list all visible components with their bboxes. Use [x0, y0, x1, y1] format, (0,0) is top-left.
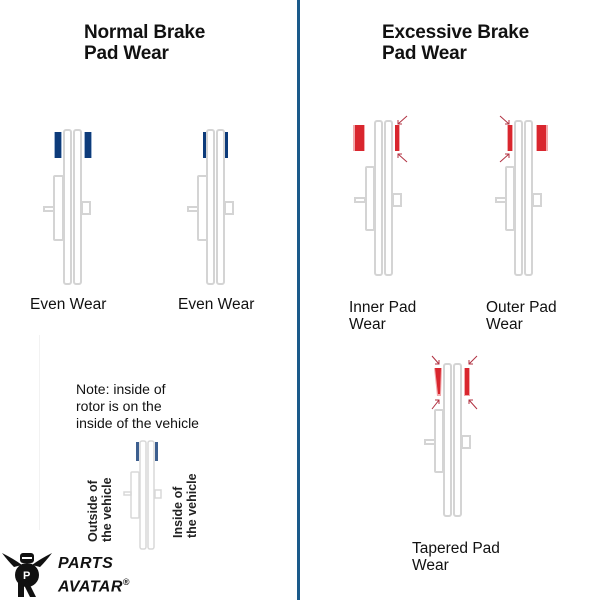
outer-pad-wear-label: Outer Pad Wear: [486, 299, 557, 333]
label-line-2: Wear: [486, 316, 523, 333]
outside-of-vehicle-label: Outside of the vehicle: [86, 477, 114, 542]
normal-wear-title: Normal Brake Pad Wear: [84, 22, 205, 64]
inside-line-1: Inside of: [171, 486, 185, 538]
logo-line-2: AVATAR®: [58, 573, 130, 596]
inside-of-vehicle-label: Inside of the vehicle: [171, 473, 199, 538]
label-line-1: Outer Pad: [486, 299, 557, 316]
orientation-note: Note: inside of rotor is on the inside o…: [76, 381, 199, 432]
faint-guide-line: [39, 335, 40, 530]
label-line-2: Wear: [412, 557, 449, 574]
even-wear-label-2: Even Wear: [178, 296, 255, 313]
panel-divider: [297, 0, 300, 600]
inner-pad-wear-label: Inner Pad Wear: [349, 299, 416, 333]
tapered-pad-wear-label: Tapered Pad Wear: [412, 540, 500, 574]
parts-avatar-logo-icon: P: [2, 553, 52, 597]
note-line-2: rotor is on the: [76, 398, 162, 414]
outer-pad-wear-diagram: [495, 115, 548, 276]
even-wear-thin-diagram: [187, 129, 234, 285]
label-line-2: Wear: [349, 316, 386, 333]
registered-mark: ®: [122, 577, 131, 587]
orientation-diagram: [123, 440, 162, 550]
even-wear-thick-diagram: [43, 129, 92, 285]
even-wear-label-1: Even Wear: [30, 296, 107, 313]
note-line-1: Note: inside of: [76, 381, 166, 397]
title-line-1: Normal Brake: [84, 22, 206, 43]
logo-line-1: PARTS: [58, 555, 114, 572]
tapered-pad-wear-diagram: [424, 355, 478, 517]
title-line-1: Excessive Brake: [382, 22, 530, 43]
excessive-wear-title: Excessive Brake Pad Wear: [382, 22, 529, 64]
label-line-1: Tapered Pad: [412, 540, 500, 557]
label-line-1: Inner Pad: [349, 299, 417, 316]
inner-pad-wear-diagram: [353, 115, 408, 276]
outside-line-2: the vehicle: [100, 477, 114, 542]
outside-line-1: Outside of: [86, 480, 100, 542]
title-line-2: Pad Wear: [84, 43, 169, 64]
logo-avatar-text: AVATAR: [58, 578, 123, 596]
inside-line-2: the vehicle: [185, 473, 199, 538]
note-line-3: inside of the vehicle: [76, 415, 199, 431]
svg-text:P: P: [23, 570, 30, 582]
title-line-2: Pad Wear: [382, 43, 467, 64]
parts-avatar-logo-text: PARTS AVATAR®: [58, 554, 130, 596]
